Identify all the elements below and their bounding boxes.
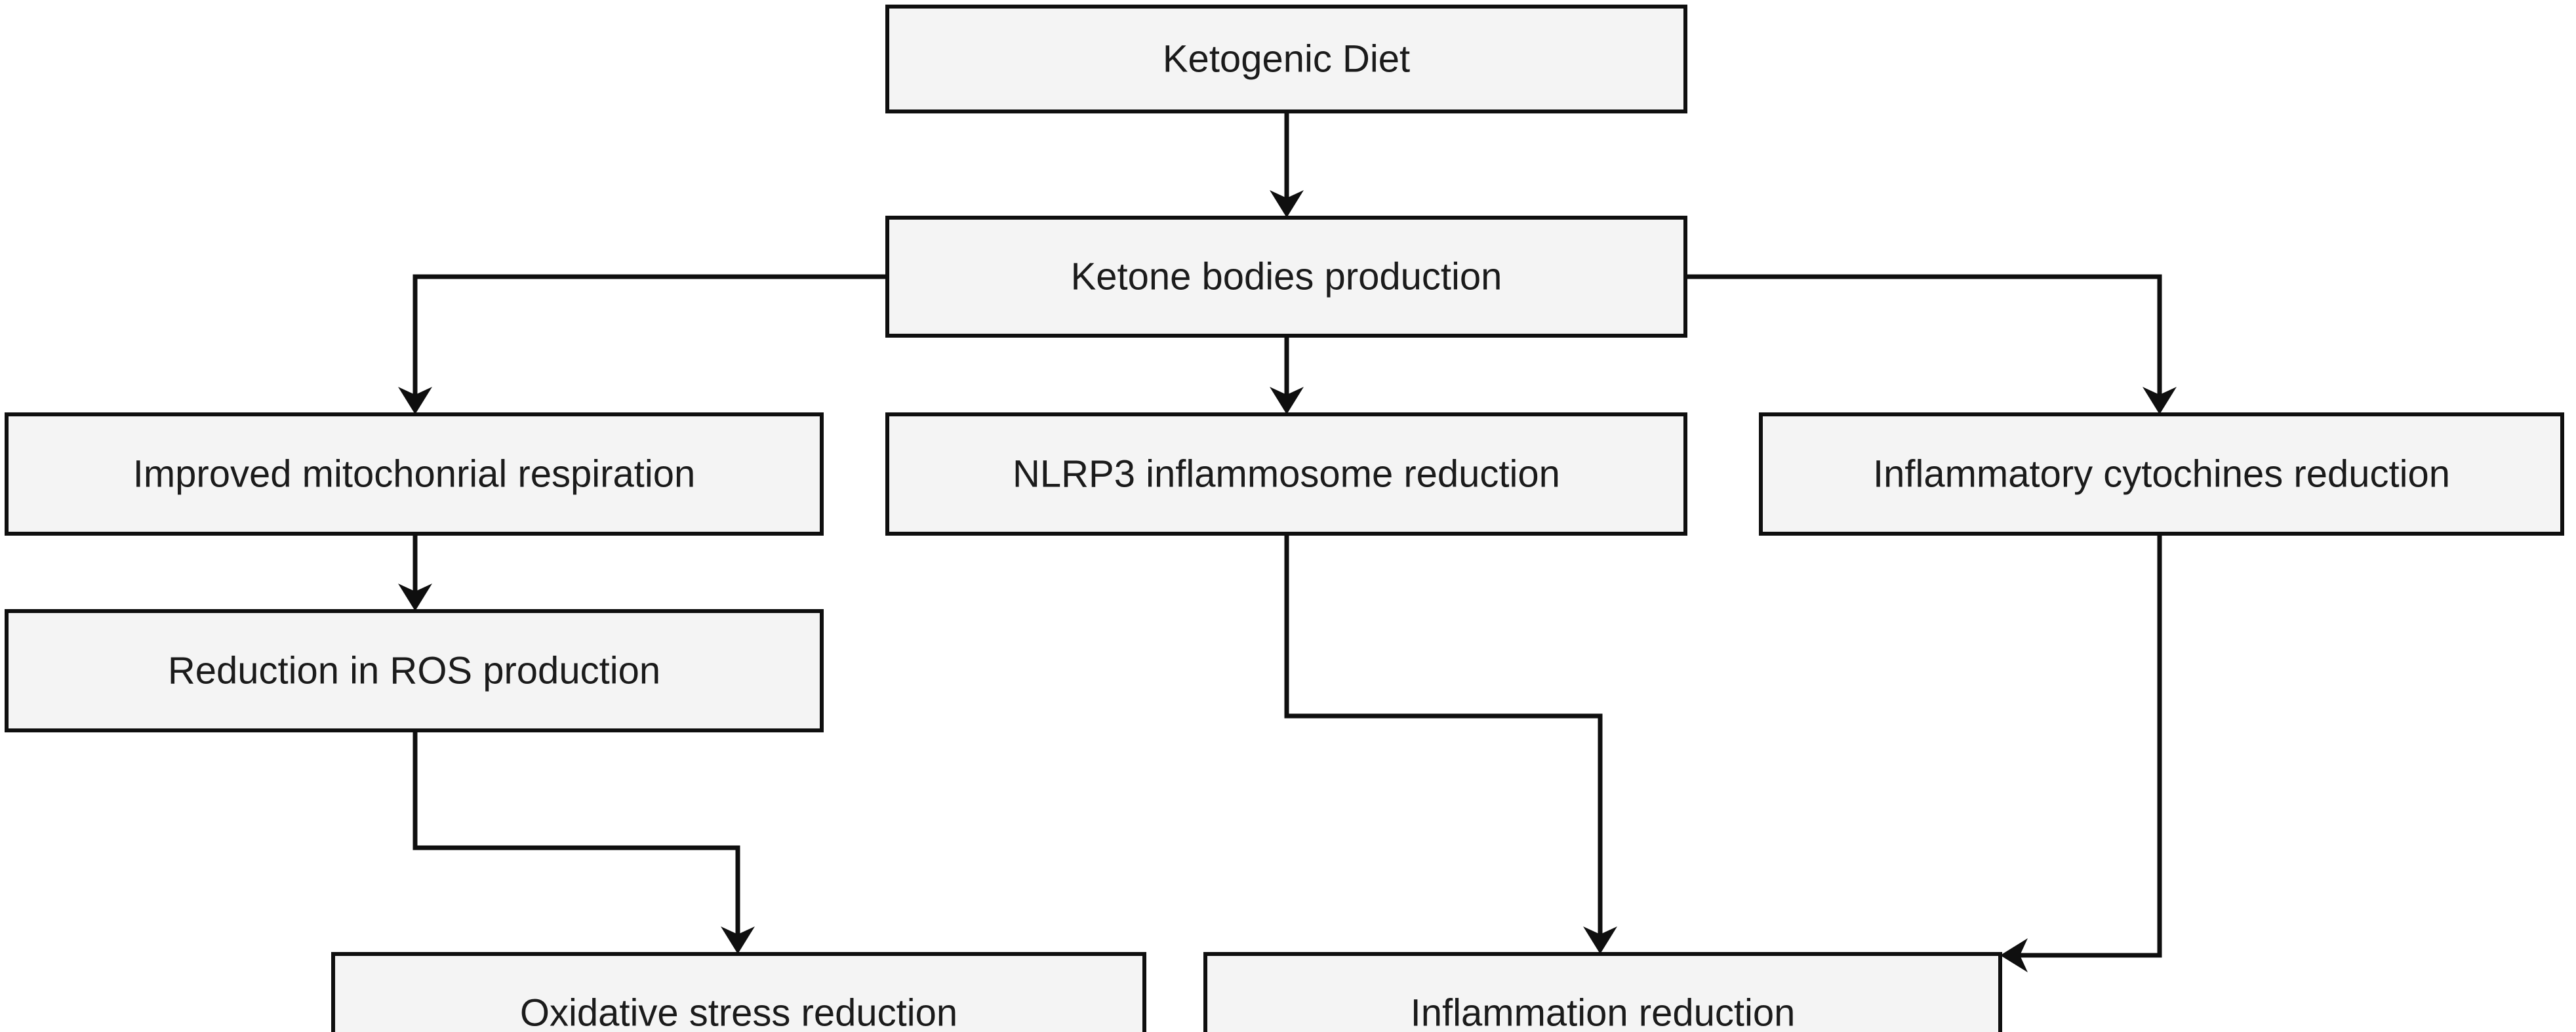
edge-line <box>413 730 740 945</box>
node-box[interactable] <box>1203 952 2002 1032</box>
edges-layer <box>398 111 2177 972</box>
arrow-head-icon <box>2000 938 2028 972</box>
node-label: Reduction in ROS production <box>168 649 660 692</box>
edge-mito-to-ros <box>398 534 432 611</box>
arrow-head-icon <box>1270 190 1304 218</box>
node-box[interactable] <box>331 952 1146 1032</box>
node-ketogenic-diet[interactable]: Ketogenic Diet <box>885 5 1687 113</box>
node-label: Inflammatory cytochines reduction <box>1873 452 2450 495</box>
node-ros-reduction[interactable]: Reduction in ROS production <box>5 609 824 732</box>
edge-line <box>2009 534 2162 958</box>
edge-nlrp3-to-inflammation <box>1284 534 1617 954</box>
node-box[interactable] <box>885 5 1687 113</box>
node-label: Ketogenic Diet <box>1163 37 1410 80</box>
node-label: Inflammation reduction <box>1411 991 1796 1032</box>
edge-ketone-to-cytokines <box>1685 274 2177 414</box>
edge-line <box>413 274 887 405</box>
node-ketone-bodies[interactable]: Ketone bodies production <box>885 216 1687 338</box>
arrow-head-icon <box>2143 387 2177 414</box>
edge-line <box>1284 534 1603 945</box>
node-mito-respiration[interactable]: Improved mitochonrial respiration <box>5 412 824 536</box>
edge-line <box>1685 274 2162 405</box>
node-box[interactable] <box>5 412 824 536</box>
node-label: Improved mitochonrial respiration <box>133 452 695 495</box>
edge-ros-to-oxidative <box>413 730 755 954</box>
arrow-head-icon <box>721 926 755 954</box>
edge-ketone-to-mito <box>398 274 887 414</box>
node-label: Ketone bodies production <box>1071 255 1502 298</box>
node-label: NLRP3 inflammosome reduction <box>1013 452 1560 495</box>
node-nlrp3-reduction[interactable]: NLRP3 inflammosome reduction <box>885 412 1687 536</box>
edge-ketone-to-nlrp3 <box>1270 336 1304 414</box>
node-box[interactable] <box>885 216 1687 338</box>
node-box[interactable] <box>1759 412 2564 536</box>
edge-cytokines-to-inflammation <box>2000 534 2162 972</box>
node-box[interactable] <box>5 609 824 732</box>
arrow-head-icon <box>398 584 432 611</box>
arrow-head-icon <box>1270 387 1304 414</box>
node-label: Oxidative stress reduction <box>520 991 957 1032</box>
node-box[interactable] <box>885 412 1687 536</box>
node-inflammation[interactable]: Inflammation reduction <box>1203 952 2002 1032</box>
node-cytokines-reduction[interactable]: Inflammatory cytochines reduction <box>1759 412 2564 536</box>
arrow-head-icon <box>1583 926 1617 954</box>
edge-diet-to-ketone <box>1270 111 1304 218</box>
node-oxidative-stress[interactable]: Oxidative stress reduction <box>331 952 1146 1032</box>
arrow-head-icon <box>398 387 432 414</box>
